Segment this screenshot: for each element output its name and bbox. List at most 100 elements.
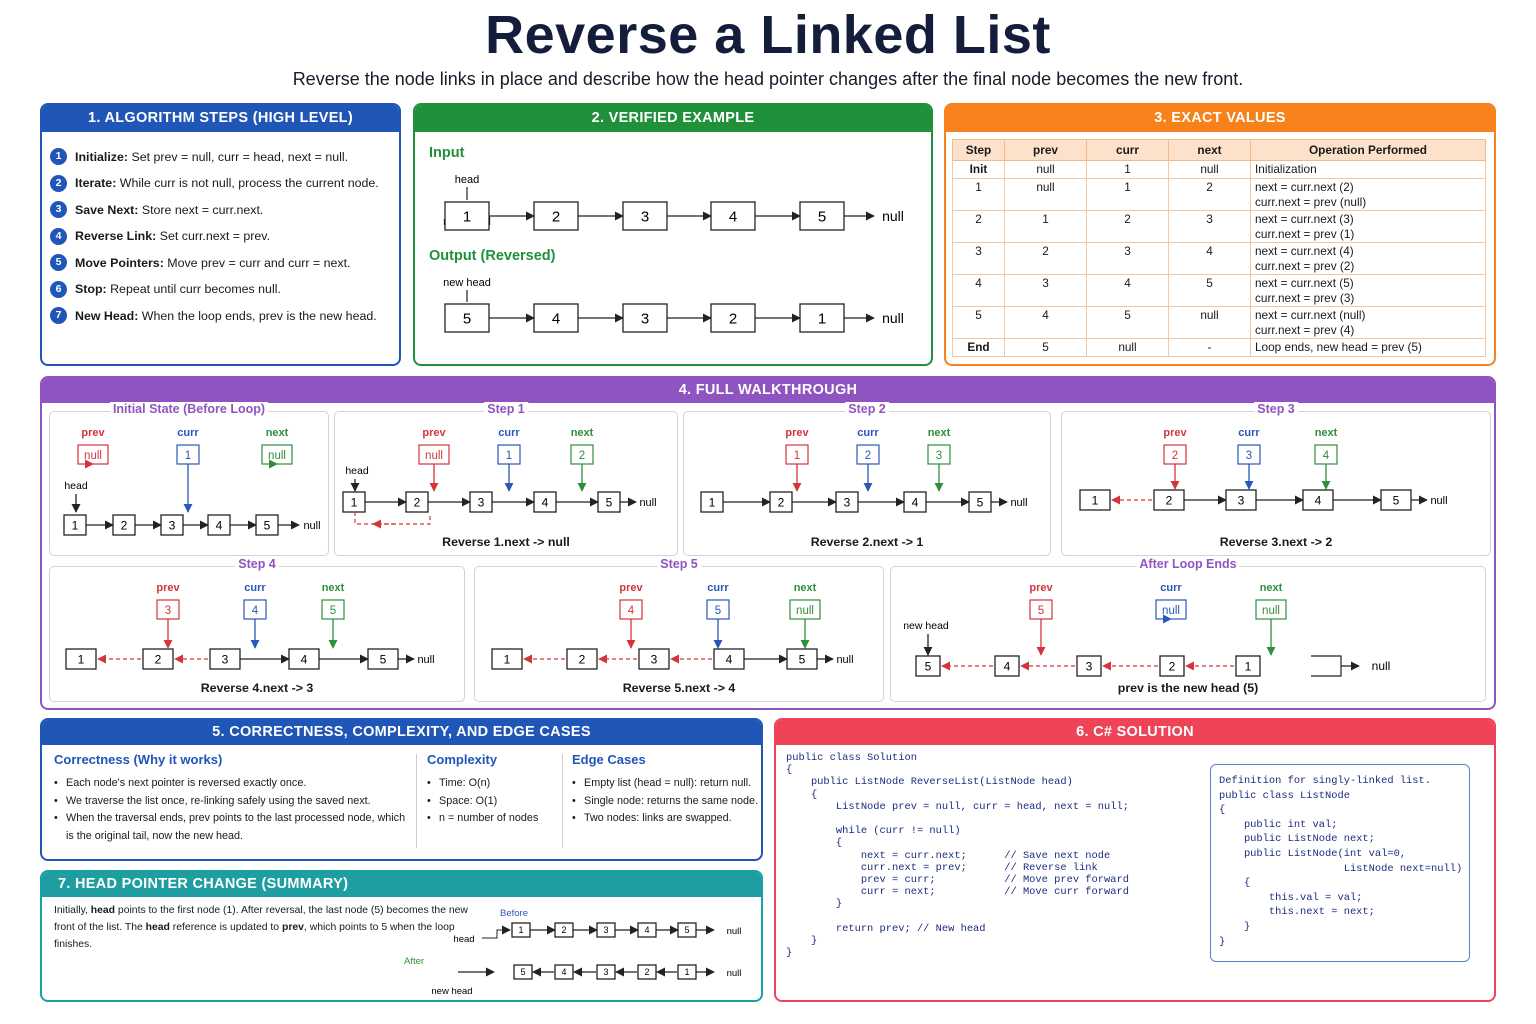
summary-text: Initially, head points to the first node… bbox=[54, 905, 468, 950]
node-value: 1 bbox=[504, 652, 511, 666]
walkthrough-caption: Reverse 4.next -> 3 bbox=[200, 681, 314, 695]
prev-value: 4 bbox=[628, 605, 635, 617]
full-walkthrough-panel: 4. FULL WALKTHROUGH Initial State (Befor… bbox=[40, 376, 1496, 710]
list-node bbox=[994, 655, 1020, 677]
node-value: 2 bbox=[155, 652, 162, 666]
node-value: 3 bbox=[478, 495, 485, 509]
table-cell: 1 bbox=[1004, 210, 1087, 243]
step-text: Move prev = curr and curr = next. bbox=[163, 255, 351, 270]
correctness-title: Correctness (Why it works) bbox=[54, 752, 223, 767]
divider bbox=[416, 754, 417, 848]
example-diagram: headnew headhead12345nullnew head54321nu… bbox=[443, 174, 904, 333]
step-term: Initialize: bbox=[75, 149, 129, 164]
node-value: 5 bbox=[264, 518, 271, 532]
verified-example-panel: 2. VERIFIED EXAMPLE Input Output (Revers… bbox=[413, 103, 933, 366]
step-text: Store next = curr.next. bbox=[138, 202, 264, 217]
node-value: 2 bbox=[1166, 493, 1173, 507]
curr-pointer-box bbox=[1155, 599, 1187, 620]
complexity-title: Complexity bbox=[427, 752, 498, 767]
operation-cell: Loop ends, new head = prev (5) bbox=[1250, 338, 1486, 357]
step-term: Reverse Link: bbox=[75, 229, 157, 243]
list-node bbox=[444, 201, 490, 231]
step-number-badge: 6 bbox=[50, 280, 67, 298]
next-value: 3 bbox=[936, 450, 942, 462]
node-value: 4 bbox=[542, 495, 549, 509]
node-value: 5 bbox=[818, 208, 826, 225]
table-cell: null bbox=[1168, 160, 1251, 179]
node-value: 2 bbox=[644, 967, 649, 977]
node-value: 1 bbox=[1245, 659, 1252, 673]
null-label: null bbox=[727, 926, 742, 937]
node-value: 3 bbox=[169, 518, 176, 532]
edge-cases-title: Edge Cases bbox=[572, 752, 646, 767]
solution-code[interactable]: public class Solution { public ListNode … bbox=[786, 752, 1129, 960]
list-node bbox=[622, 303, 668, 333]
next-pointer-box bbox=[261, 444, 293, 465]
curr-label: curr bbox=[707, 582, 729, 594]
edge-cases-column: Edge Cases Empty list (head = null): ret… bbox=[572, 752, 761, 828]
table-cell: Init bbox=[952, 160, 1005, 179]
walkthrough-step-title: Step 1 bbox=[484, 402, 528, 416]
step-text: Repeat until curr becomes null. bbox=[106, 282, 281, 296]
step-text: Set prev = null, curr = head, next = nul… bbox=[128, 149, 349, 164]
null-label: null bbox=[1372, 659, 1391, 673]
node-value: 4 bbox=[561, 967, 566, 977]
table-cell: 5 bbox=[1086, 306, 1169, 339]
list-item: Time: O(n) bbox=[427, 775, 557, 793]
null-label: null bbox=[1430, 495, 1447, 507]
node-value: 4 bbox=[1315, 493, 1322, 507]
node-value: 3 bbox=[1238, 493, 1245, 507]
node-value: 4 bbox=[552, 310, 560, 327]
node-value: 4 bbox=[912, 495, 919, 509]
table-cell: 2 bbox=[1086, 210, 1169, 243]
next-label: next bbox=[322, 582, 345, 594]
curr-label: curr bbox=[244, 582, 266, 594]
node-value: 5 bbox=[520, 967, 525, 977]
table-cell: 5 bbox=[1168, 274, 1251, 307]
node-value: 4 bbox=[216, 518, 223, 532]
null-label: null bbox=[882, 310, 904, 326]
correctness-column: Correctness (Why it works) Each node's n… bbox=[54, 752, 406, 845]
after-label: After bbox=[404, 956, 424, 967]
table-cell: 3 bbox=[1168, 210, 1251, 243]
listnode-definition-code[interactable]: Definition for singly-linked list. publi… bbox=[1219, 775, 1463, 948]
list-node bbox=[915, 655, 941, 677]
node-value: 3 bbox=[1086, 659, 1093, 673]
head-pointer-summary-header: 7. HEAD POINTER CHANGE (SUMMARY) bbox=[42, 872, 761, 897]
head-pointer bbox=[482, 929, 509, 939]
walkthrough-step-title: Initial State (Before Loop) bbox=[109, 402, 269, 416]
list-item: Each node's next pointer is reversed exa… bbox=[54, 775, 406, 793]
head-label: head bbox=[453, 934, 474, 945]
correctness-panel: 5. CORRECTNESS, COMPLEXITY, AND EDGE CAS… bbox=[40, 718, 763, 861]
table-cell: 1 bbox=[1086, 160, 1169, 179]
step-term: New Head: bbox=[75, 308, 139, 323]
walkthrough-caption: Reverse 3.next -> 2 bbox=[1219, 535, 1333, 549]
list-node bbox=[142, 648, 174, 670]
prev-value: 5 bbox=[1038, 605, 1044, 617]
next-label: next bbox=[266, 427, 289, 439]
table-cell: 3 bbox=[952, 242, 1005, 275]
prev-label: prev bbox=[1029, 582, 1053, 594]
walkthrough-step-title: After Loop Ends bbox=[1136, 557, 1240, 571]
step-text: When the loop ends, prev is the new head… bbox=[138, 308, 377, 323]
node-value: 1 bbox=[78, 652, 85, 666]
tail-node bbox=[1311, 655, 1342, 677]
prev-value: 1 bbox=[794, 450, 800, 462]
step-term: Move Pointers: bbox=[75, 255, 164, 270]
node-value: 3 bbox=[641, 310, 649, 327]
table-cell: 4 bbox=[1168, 242, 1251, 275]
list-node bbox=[444, 303, 490, 333]
list-node bbox=[637, 964, 657, 980]
step-number-badge: 4 bbox=[50, 227, 67, 245]
